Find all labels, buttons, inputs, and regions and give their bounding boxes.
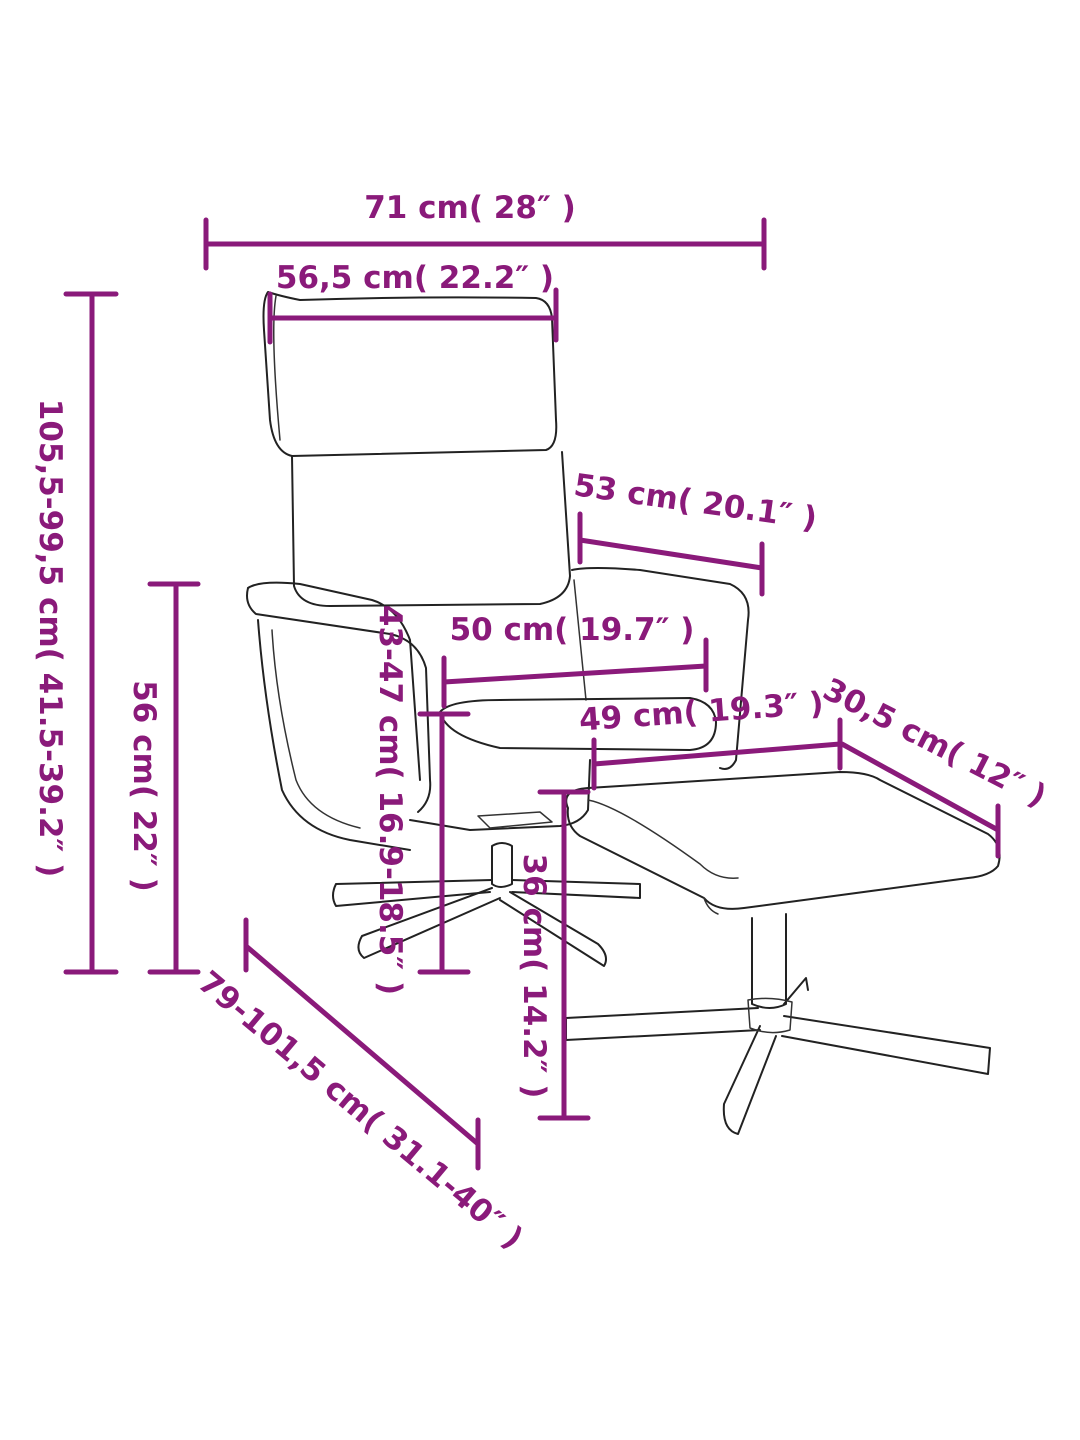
footstool-column [751,913,787,1009]
footstool-width-line [839,741,1001,833]
backrest-upper-seam [273,295,281,441]
chair-base-leg-right [511,879,641,899]
seat-base [409,759,591,831]
footstool-length-line [591,741,843,767]
backrest-width-label: 56,5 cm( 22.2″ ) [276,260,554,296]
right-armrest-inner [573,579,587,701]
footstool-hub [747,997,793,1034]
seat-height-label: 43-47 cm( 16.9-18.5″ ) [372,605,408,995]
backrest-lower-cushion [291,451,571,607]
recliner-chair-drawing [246,291,750,967]
armrest-length-line [577,537,765,571]
armrest-length-label: 53 cm( 20.1″ ) [572,467,820,537]
footstool-leg-right [781,1015,991,1075]
footstool-cushion-front [703,897,719,915]
dimension-lines [63,217,1001,1171]
chair-shell-inner [271,629,361,829]
overall-width-label: 71 cm( 28″ ) [364,190,576,226]
footstool-drawing [565,771,1001,1135]
right-armrest [571,567,750,770]
footstool-leg-left [565,1007,761,1041]
seat-width-line [441,663,709,685]
seat-cushion [439,697,717,751]
overall-depth-label: 79-101,5 cm( 31.1-40″ ) [191,964,530,1256]
seat-base-plate [477,811,553,829]
chair-column [491,842,513,888]
footstool-cushion-top-edge [587,799,739,879]
chair-base-leg-front-left [357,887,501,959]
chair-base-leg-left [332,879,493,907]
armrest-height-label: 56 cm( 22″ ) [126,680,162,892]
footstool-height-label: 36 cm( 14.2″ ) [516,854,552,1099]
dimension-labels: 71 cm( 28″ ) 56,5 cm( 22.2″ ) 105,5-99,5… [32,190,1052,1256]
footstool-leg-front [722,1025,777,1135]
left-armrest-top [247,581,421,781]
chair-base-leg-front-right [499,891,607,967]
overall-height-label: 105,5-99,5 cm( 41.5-39.2″ ) [32,399,68,878]
overall-depth-line [243,943,481,1147]
footstool-leg-back [783,977,809,1005]
chair-side-shell [257,619,411,851]
left-armrest [246,587,432,813]
backrest-upper-cushion [262,291,558,457]
footstool-cushion [565,771,1001,910]
seat-width-label: 50 cm( 19.7″ ) [450,612,695,648]
footstool-length-label: 49 cm( 19.3″ ) [578,686,825,739]
